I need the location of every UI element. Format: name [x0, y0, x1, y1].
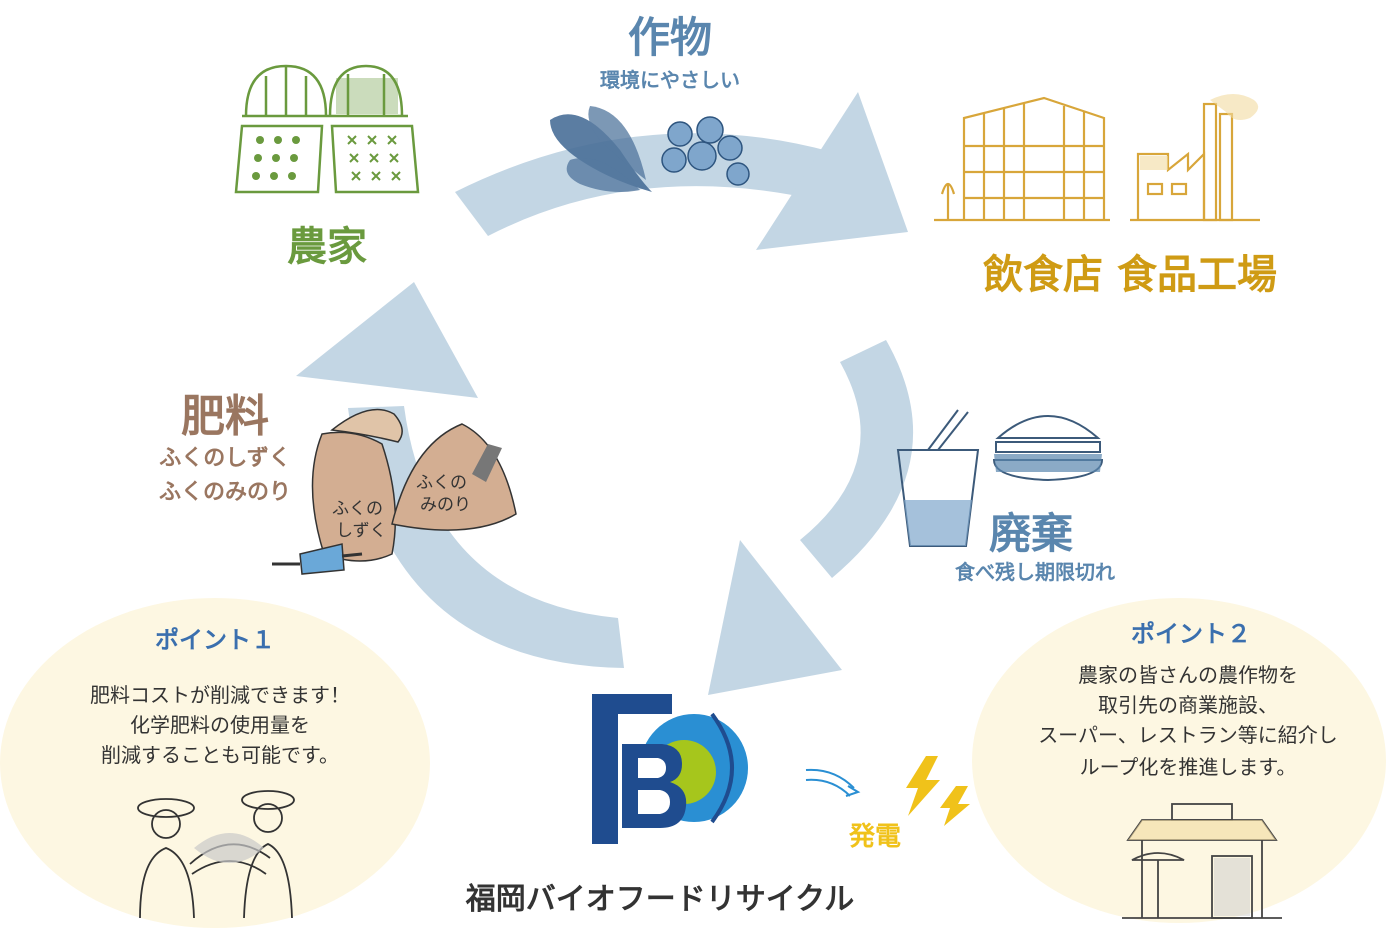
power-arrow-icon [805, 768, 861, 797]
point2-title: ポイント２ [1131, 620, 1251, 648]
fertilizer-bags-icon [272, 408, 517, 575]
storefront-icon [1122, 803, 1282, 919]
point2-line3: スーパー、レストラン等に紹介し [1038, 723, 1338, 747]
point2-line2: 取引先の商業施設、 [1098, 693, 1278, 717]
arrow-head-farmer [296, 282, 478, 398]
business-title: 飲食店 食品工場 [983, 252, 1277, 298]
drink-burger-icon [896, 409, 1104, 547]
farmers-harvest-icon [137, 790, 295, 919]
farmer-title: 農家 [287, 224, 367, 270]
company-name: 福岡バイオフードリサイクル [465, 882, 855, 917]
point1-title: ポイント１ [155, 626, 275, 654]
point1-line3: 削減することも可能です。 [101, 743, 339, 767]
waste-title: 廃棄 [988, 509, 1073, 558]
spinach-blueberry-icon [550, 106, 750, 192]
point1-line1: 肥料コストが削減できます！ [90, 683, 350, 707]
fertilizer-subtitle1: ふくのしずく [159, 446, 291, 471]
bag2-label-line1: ふくの [416, 473, 467, 493]
arrow-head-recycling [708, 540, 842, 695]
waste-subtitle: 食べ残し期限切れ [955, 560, 1115, 584]
fertilizer-title: 肥料 [181, 391, 269, 442]
crop-subtitle: 環境にやさしい [600, 68, 740, 92]
fertilizer-subtitle2: ふくのみのり [158, 480, 291, 505]
lightning-icon [906, 756, 970, 826]
buildings-factory-icon [934, 94, 1260, 222]
bag1-label-line1: ふくの [332, 499, 383, 519]
greenhouse-field-icon [234, 64, 420, 194]
arrow-to-recycling [800, 340, 914, 578]
point2-panel [972, 598, 1386, 923]
arrow-head-business [756, 92, 908, 250]
power-label: 発電 [848, 822, 901, 852]
point1-line2: 化学肥料の使用量を [130, 713, 310, 737]
point1-panel [0, 598, 430, 928]
point2-line4: ループ化を推進します。 [1079, 755, 1297, 779]
company-logo [592, 694, 748, 844]
point2-line1: 農家の皆さんの農作物を [1078, 663, 1298, 687]
bag2-label-line2: みのり [420, 495, 471, 515]
bag1-label-line2: しずく [336, 521, 387, 541]
crop-title: 作物 [627, 13, 712, 62]
